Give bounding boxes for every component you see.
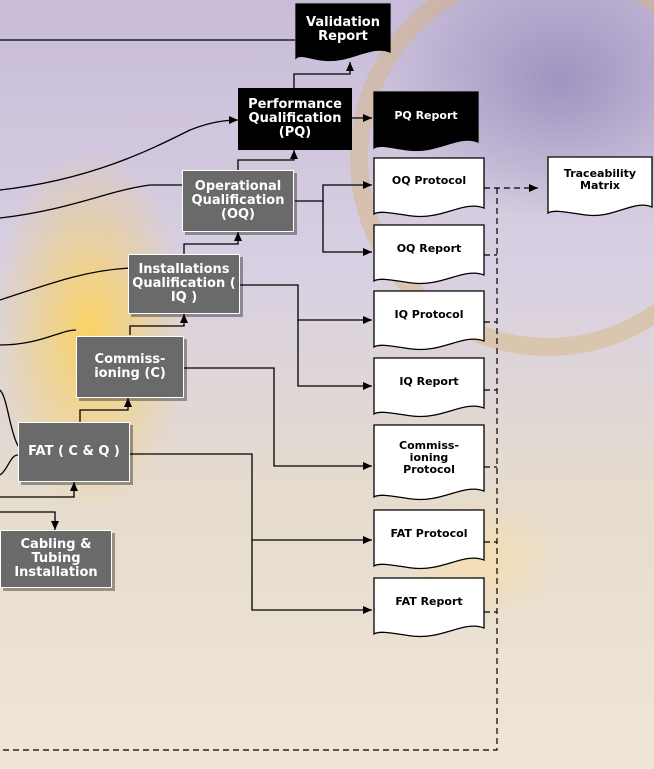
fat-report-label: FAT Report — [395, 594, 463, 608]
traceability-line — [0, 188, 498, 751]
connector-line — [0, 329, 77, 346]
iq-report-shape — [373, 357, 485, 418]
pq-box: Performance Qualification (PQ) — [238, 88, 352, 150]
connector-line — [184, 367, 372, 470]
connector-line — [0, 267, 131, 301]
cabling-tubing-box: Cabling & Tubing Installation — [0, 530, 112, 588]
traceability-matrix-shape — [547, 156, 653, 217]
commissioning-protocol-label: Commiss- ioning Protocol — [399, 438, 459, 477]
oq-protocol-label: OQ Protocol — [391, 173, 467, 187]
oq-box: Operational Qualification (OQ) — [182, 170, 294, 232]
connector-line — [240, 284, 372, 324]
oq-report-shape — [373, 224, 485, 285]
fat-box: FAT ( C & Q ) — [18, 422, 130, 482]
connector-line — [297, 320, 372, 390]
connector-line — [322, 201, 372, 256]
connector-line — [0, 116, 239, 191]
connector-line — [79, 398, 132, 422]
fat-protocol-shape — [373, 509, 485, 570]
connector-line — [237, 150, 298, 170]
iq-protocol-shape — [373, 290, 485, 351]
connector-line — [129, 314, 188, 335]
connector-line — [251, 540, 372, 614]
fat-report-shape — [373, 577, 485, 638]
connector-line — [0, 184, 182, 219]
connector-line — [183, 232, 242, 254]
connector-line — [0, 454, 19, 476]
oq-report-label: OQ Report — [396, 241, 462, 255]
fat-protocol-label: FAT Protocol — [390, 526, 468, 540]
pq-report-shape — [373, 91, 479, 152]
pq-report-label: PQ Report — [394, 108, 458, 122]
connector-line — [0, 482, 78, 498]
oq-protocol-shape — [373, 157, 485, 218]
validation-report-label: Validation Report — [306, 14, 380, 44]
iq-box: Installations Qualification ( IQ ) — [128, 254, 240, 314]
commissioning-box: Commiss- ioning (C) — [76, 336, 184, 398]
traceability-matrix-label: Traceability Matrix — [563, 166, 637, 192]
commissioning-protocol-shape — [373, 424, 485, 501]
connector-line — [295, 181, 372, 202]
connector-line — [130, 453, 372, 544]
iq-protocol-label: IQ Protocol — [394, 307, 464, 321]
connector-line — [293, 62, 354, 88]
iq-report-label: IQ Report — [399, 374, 459, 388]
validation-report-shape — [295, 3, 391, 62]
connector-line — [0, 511, 59, 530]
